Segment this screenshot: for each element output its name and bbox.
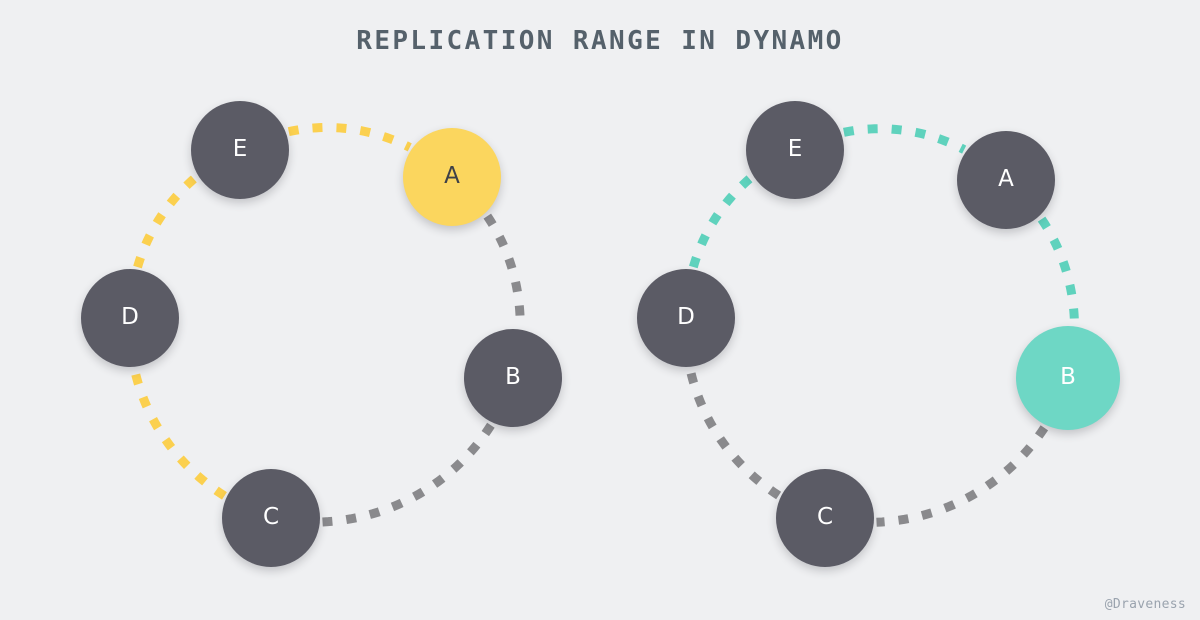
watermark: @Draveness (1104, 597, 1186, 612)
ring-edge-e-a (287, 122, 412, 152)
ring-edge-e-a (843, 124, 967, 154)
ring-node-label: C (816, 503, 834, 530)
ring-edge-b-c (322, 422, 495, 527)
ring-node-c[interactable]: C (222, 469, 320, 567)
ring-node-a[interactable]: A (957, 131, 1055, 229)
ring-edge-a-b (483, 213, 525, 328)
ring-node-label: C (262, 503, 280, 530)
page-title: REPLICATION RANGE IN DYNAMO (356, 26, 844, 56)
ring-node-label: A (444, 162, 460, 189)
ring-node-label: D (121, 303, 139, 330)
ring-node-e[interactable]: E (191, 101, 289, 199)
ring-edge-c-d (686, 369, 782, 500)
ring-node-d[interactable]: D (637, 269, 735, 367)
ring-node-label: B (1060, 363, 1076, 390)
ring-edge-c-d (130, 369, 227, 500)
ring-node-a[interactable]: A (403, 128, 501, 226)
ring-edge-d-e (133, 174, 199, 269)
ring-node-label: B (505, 363, 521, 390)
ring-edge-d-e (689, 174, 754, 269)
ring-edge-b-c (876, 425, 1049, 527)
ring-node-b[interactable]: B (464, 329, 562, 427)
ring-node-b[interactable]: B (1016, 326, 1120, 430)
ring-node-c[interactable]: C (776, 469, 874, 567)
ring-node-label: E (232, 135, 248, 162)
ring-node-label: E (787, 135, 803, 162)
ring-node-label: A (998, 165, 1014, 192)
ring-node-label: D (677, 303, 695, 330)
ring-node-d[interactable]: D (81, 269, 179, 367)
ring-edge-a-b (1037, 216, 1079, 325)
ring-node-e[interactable]: E (746, 101, 844, 199)
edges-group (130, 122, 1079, 527)
